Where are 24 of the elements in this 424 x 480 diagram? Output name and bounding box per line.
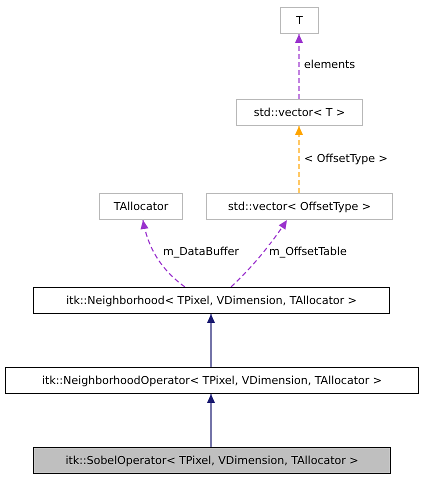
inheritance-arrow <box>206 394 216 447</box>
edge-label: m_DataBuffer <box>162 245 240 258</box>
class-name: T <box>296 14 303 27</box>
dashed-arrow <box>294 126 304 193</box>
class-name: std::vector< T > <box>254 106 346 119</box>
class-box <box>206 193 393 220</box>
edge-label: m_OffsetTable <box>268 245 348 258</box>
class-name: itk::Neighborhood< TPixel, VDimension, TAllocator > <box>66 294 357 307</box>
class-box <box>280 7 319 34</box>
class-box <box>5 367 419 394</box>
class-box <box>33 287 390 314</box>
class-box <box>99 193 183 220</box>
class-box <box>236 99 363 126</box>
dashed-arrow <box>140 220 186 288</box>
inheritance-arrow <box>206 314 216 367</box>
edge-label: < OffsetType > <box>303 152 389 165</box>
class-name: TAllocator <box>114 200 168 213</box>
class-box <box>33 447 391 474</box>
edge-label: elements <box>303 58 356 71</box>
class-name: itk::NeighborhoodOperator< TPixel, VDimension, TAllocator > <box>42 374 382 387</box>
class-name: itk::SobelOperator< TPixel, VDimension, TAllocator > <box>65 454 359 467</box>
class-name: std::vector< OffsetType > <box>228 200 372 213</box>
dashed-arrow <box>230 220 288 288</box>
dashed-arrow <box>294 34 304 99</box>
